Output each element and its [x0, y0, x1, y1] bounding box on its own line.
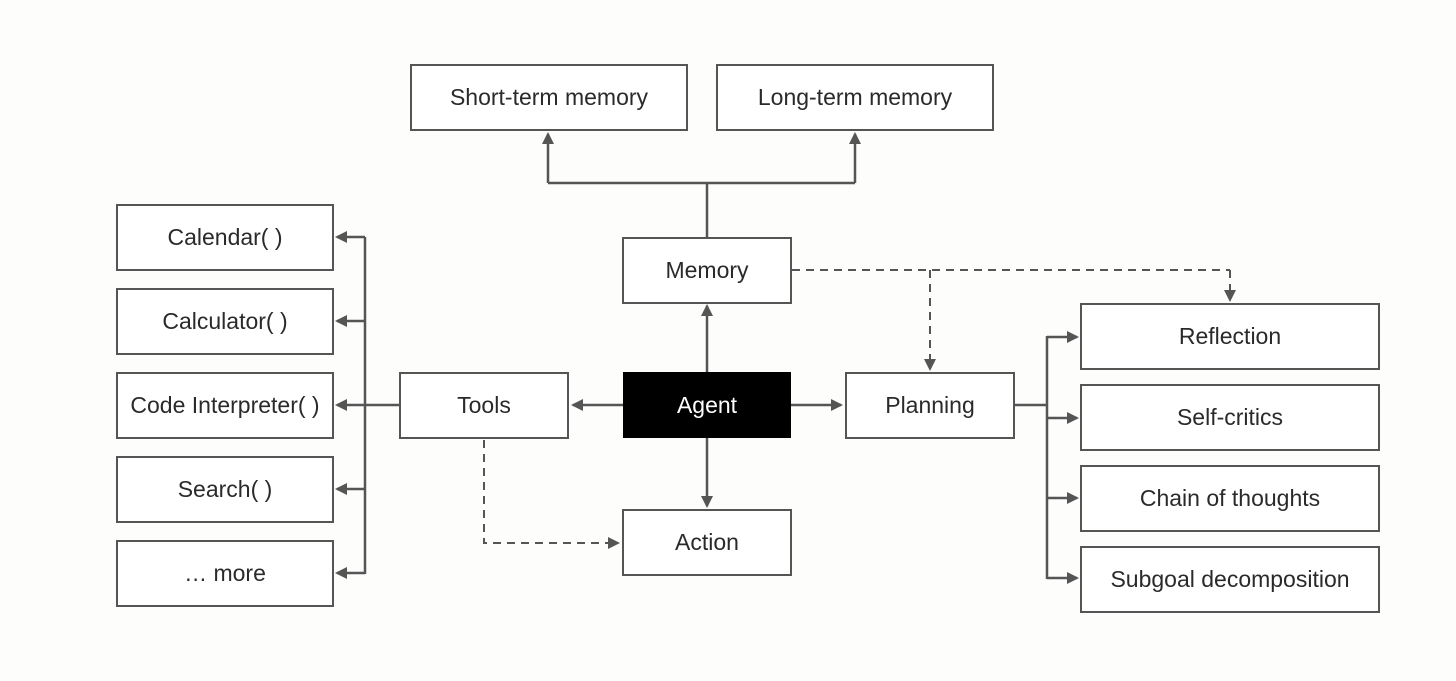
chain-of-thoughts-node: Chain of thoughts [1080, 465, 1380, 532]
subgoal-decomposition-node: Subgoal decomposition [1080, 546, 1380, 613]
reflection-node: Reflection [1080, 303, 1380, 370]
tool-search-node: Search( ) [116, 456, 334, 523]
planning-node: Planning [845, 372, 1015, 439]
action-node: Action [622, 509, 792, 576]
dashed-arrow-tools-to-action [483, 440, 620, 549]
long-term-memory-node: Long-term memory [716, 64, 994, 131]
short-term-memory-node: Short-term memory [410, 64, 688, 131]
tool-more-node: … more [116, 540, 334, 607]
tools-node: Tools [399, 372, 569, 439]
self-critics-node: Self-critics [1080, 384, 1380, 451]
agent-node: Agent [623, 372, 791, 438]
tool-calculator-node: Calculator( ) [116, 288, 334, 355]
memory-node: Memory [622, 237, 792, 304]
tool-code-interpreter-node: Code Interpreter( ) [116, 372, 334, 439]
tool-calendar-node: Calendar( ) [116, 204, 334, 271]
